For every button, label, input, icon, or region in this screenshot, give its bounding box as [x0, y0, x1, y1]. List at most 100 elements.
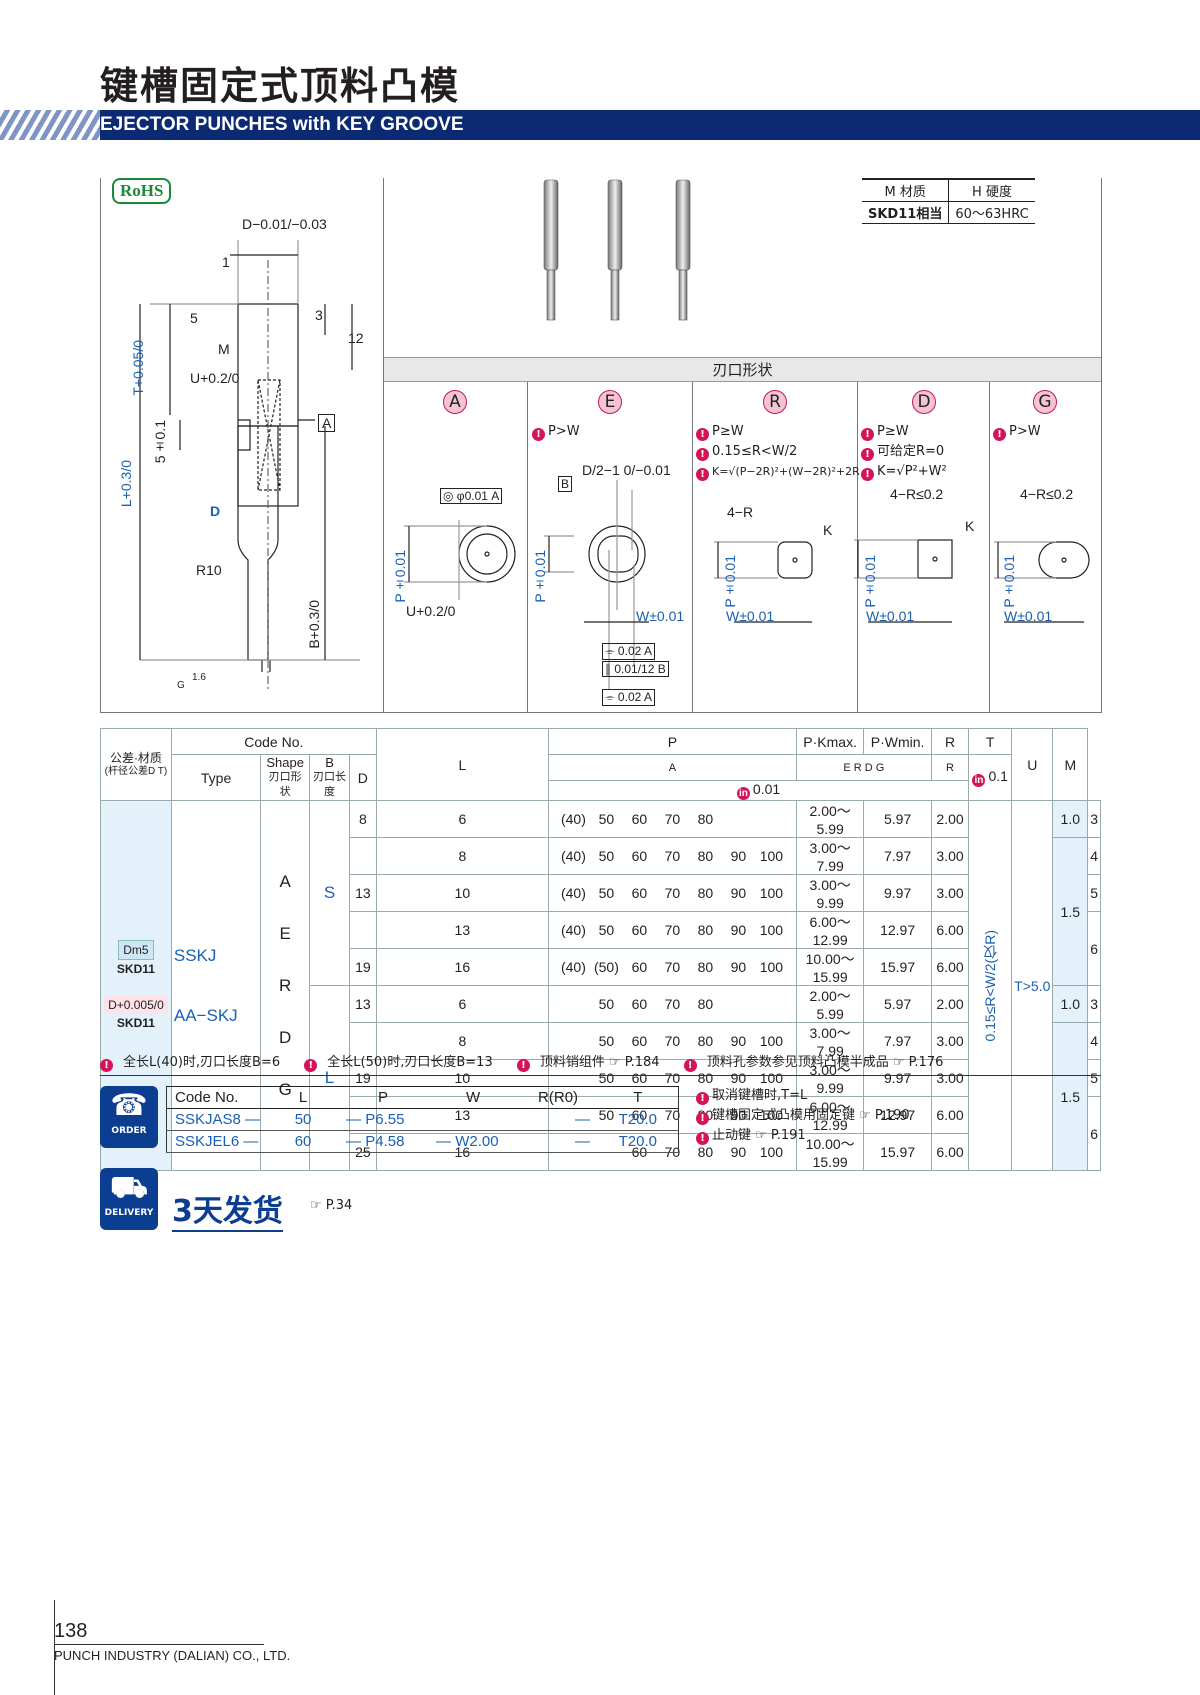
tol-box-1: ⌯ 0.02 A — [602, 643, 655, 660]
p-cell: 2.00～ 5.99 — [795, 800, 865, 838]
order-cell: — W2.00 — [428, 1130, 519, 1153]
b-cell — [348, 1022, 377, 1060]
s-cell: S — [309, 800, 350, 986]
th-r-r: R — [930, 754, 970, 781]
order-cell: — — [518, 1130, 599, 1153]
order-h-code: Code No. — [166, 1086, 269, 1109]
page-title-en: EJECTOR PUNCHES with KEY GROOVE — [100, 114, 464, 135]
m-cell: 3 — [1087, 800, 1101, 838]
footnote-2: !全长L(50)时,刃口长度B=13 — [304, 1055, 502, 1072]
rohs-badge: RoHS — [112, 178, 172, 204]
spec-table: 公差·材质(杆径公差D T) Code No. L P P·Kmax. P·Wm… — [100, 728, 1101, 1171]
dim-one: 1 — [222, 254, 230, 270]
dim-d2: D/2−1 0/−0.01 — [582, 462, 671, 478]
dim-w-g: W±0.01 — [1004, 608, 1053, 624]
dim-p-e: P±0.01 — [532, 550, 548, 603]
pk-cell: 15.97 — [863, 1133, 932, 1171]
dim-w-d: W±0.01 — [866, 608, 915, 624]
delivery-icon: ⛟DELIVERY — [100, 1168, 158, 1230]
dim-three: 3 — [315, 307, 323, 323]
frame-bottom — [100, 712, 1101, 713]
delivery-ref: ☞ P.34 — [310, 1198, 353, 1213]
shape-sections — [404, 480, 1090, 690]
material-label: M 材质 — [862, 178, 949, 202]
note-g: !P>W — [993, 422, 1041, 442]
dim-k-r: K — [823, 522, 833, 538]
page-title: 键槽固定式顶料凸模 — [100, 64, 461, 108]
dim-dt: D — [210, 503, 221, 519]
footer-rule — [54, 1600, 55, 1695]
d-cell: 16 — [375, 948, 549, 986]
dim-l: L+0.3/0 — [118, 460, 134, 508]
pw-cell: 6.00 — [930, 1096, 970, 1134]
material-value: SKD11相当 — [862, 201, 949, 224]
p-cell: 10.00～15.99 — [795, 1133, 865, 1171]
m-cell: 3 — [1087, 985, 1101, 1023]
m-cell: 6 — [1087, 1096, 1101, 1171]
order-cell: 50 — [268, 1108, 339, 1131]
order-notes: !取消键槽时,T=L !键槽固定式凸模用固定键 ☞ P.190 !止动键 ☞ P… — [696, 1086, 910, 1146]
dim-r4: 4−R — [727, 504, 754, 520]
pk-cell: 15.97 — [863, 948, 932, 986]
dim-twelve: 12 — [348, 330, 364, 346]
dim-g: G — [177, 680, 185, 691]
order-cell: 60 — [268, 1130, 339, 1153]
dim-t: T+0.05/0 — [130, 340, 146, 396]
b-cell — [348, 911, 377, 949]
note-r: !P≥W!0.15≤R<W/2!K=√(P−2R)²+(W−2R)²+2R — [696, 422, 860, 482]
pw-cell: 6.00 — [930, 1133, 970, 1171]
d-cell: 10 — [375, 874, 549, 912]
order-h-t: T — [598, 1086, 679, 1109]
b-cell: 13 — [348, 985, 377, 1023]
datum-b: B — [558, 476, 573, 492]
p-cell: 6.00～12.99 — [795, 1096, 865, 1134]
pk-cell: 12.97 — [863, 1096, 932, 1134]
pk-cell: 7.97 — [863, 837, 932, 875]
footer-hrule — [54, 1644, 264, 1645]
dim-g16: 1.6 — [192, 672, 206, 683]
p-cell: 10.00～15.99 — [795, 948, 865, 986]
d-cell: 6 — [375, 800, 549, 838]
d-cell: 13 — [375, 911, 549, 949]
p-cell: 3.00～ 7.99 — [795, 837, 865, 875]
pw-cell: 2.00 — [930, 985, 970, 1023]
note-e: !P>W — [532, 422, 580, 442]
order-h-p: P — [338, 1086, 429, 1109]
dim-five-tol: 5±0.1 — [152, 420, 168, 464]
th-u: U — [1011, 728, 1054, 801]
order-h-l: L — [268, 1086, 339, 1109]
page-number: 138 — [54, 1620, 88, 1642]
d-cell: 6 — [375, 985, 549, 1023]
datum-a: A — [318, 414, 336, 432]
order-icon: ☎ORDER — [100, 1086, 158, 1148]
shape-letter-a: A — [443, 390, 467, 414]
th-p: P — [547, 728, 797, 755]
pw-cell: 3.00 — [930, 874, 970, 912]
d-cell: 8 — [375, 837, 549, 875]
pk-cell: 9.97 — [863, 1059, 932, 1097]
shape-divider-4 — [989, 382, 990, 712]
tol-box-2: ∥ 0.01/12 B — [602, 661, 669, 677]
dim-w-e: W±0.01 — [636, 608, 685, 624]
m-cell: 4 — [1087, 837, 1101, 875]
footnote-1: !全长L(40)时,刃口长度B=6 — [100, 1055, 290, 1072]
order-cell: — — [518, 1108, 599, 1131]
shape-letter-r: R — [763, 390, 787, 414]
company-name: PUNCH INDUSTRY (DALIAN) CO., LTD. — [54, 1648, 291, 1663]
pw-cell: 6.00 — [930, 948, 970, 986]
t-note: T>5.0 — [1011, 800, 1054, 1171]
pk-cell: 5.97 — [863, 800, 932, 838]
footnote-3: !顶料销组件 ☞ P.184 — [516, 1055, 670, 1072]
r-note: 0.15≤R<W/2(仅R) — [968, 800, 1013, 1171]
u-cell: 1.0 — [1052, 800, 1089, 838]
pk-cell: 9.97 — [863, 874, 932, 912]
dim-r10: R10 — [196, 562, 222, 578]
